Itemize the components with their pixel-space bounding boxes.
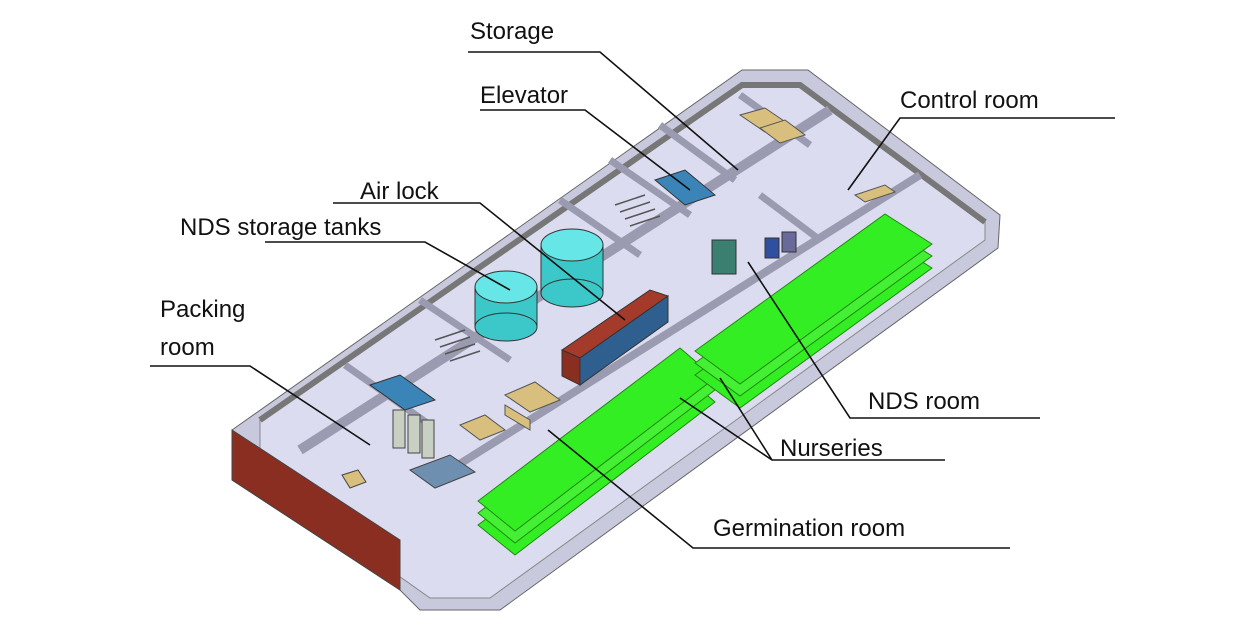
label-control-room: Control room (900, 87, 1039, 114)
label-nds-storage-tanks: NDS storage tanks (180, 214, 382, 241)
label-nds-room: NDS room (868, 388, 981, 415)
leader-lines (150, 51, 1115, 549)
leader-germination-room (547, 429, 1010, 549)
leader-storage (468, 51, 739, 171)
label-air-lock: Air lock (360, 178, 439, 205)
elevator-pad (368, 374, 437, 411)
brick-wall (231, 429, 401, 591)
leader-nurseries-b (719, 377, 773, 461)
storage-tables (738, 107, 807, 144)
label-nurseries: Nurseries (780, 435, 883, 462)
nds-tank (474, 270, 538, 342)
stairs (434, 194, 661, 362)
outer-wall (258, 82, 987, 423)
packing-pallets (458, 381, 562, 441)
label-germination-room: Germination room (713, 515, 906, 542)
control-desk (853, 184, 897, 203)
leader-control-room (847, 117, 1115, 191)
label-packing-room-line1: Packing (160, 296, 246, 323)
leader-packing-room (150, 365, 371, 446)
elevator-pad (653, 169, 717, 206)
label-packing-room-line2: room (160, 334, 215, 361)
nursery-racks (694, 213, 933, 409)
leader-nds-room (747, 261, 1040, 419)
leader-nds-storage-tanks (265, 241, 511, 291)
packing-machinery (341, 409, 477, 489)
label-elevator: Elevator (480, 82, 569, 109)
leader-air-lock (333, 202, 626, 321)
air-lock-lockers (560, 289, 670, 386)
nds-tank (540, 228, 604, 308)
label-storage: Storage (470, 18, 555, 45)
nds-room-equipment (711, 231, 797, 275)
leader-elevator (480, 109, 691, 191)
